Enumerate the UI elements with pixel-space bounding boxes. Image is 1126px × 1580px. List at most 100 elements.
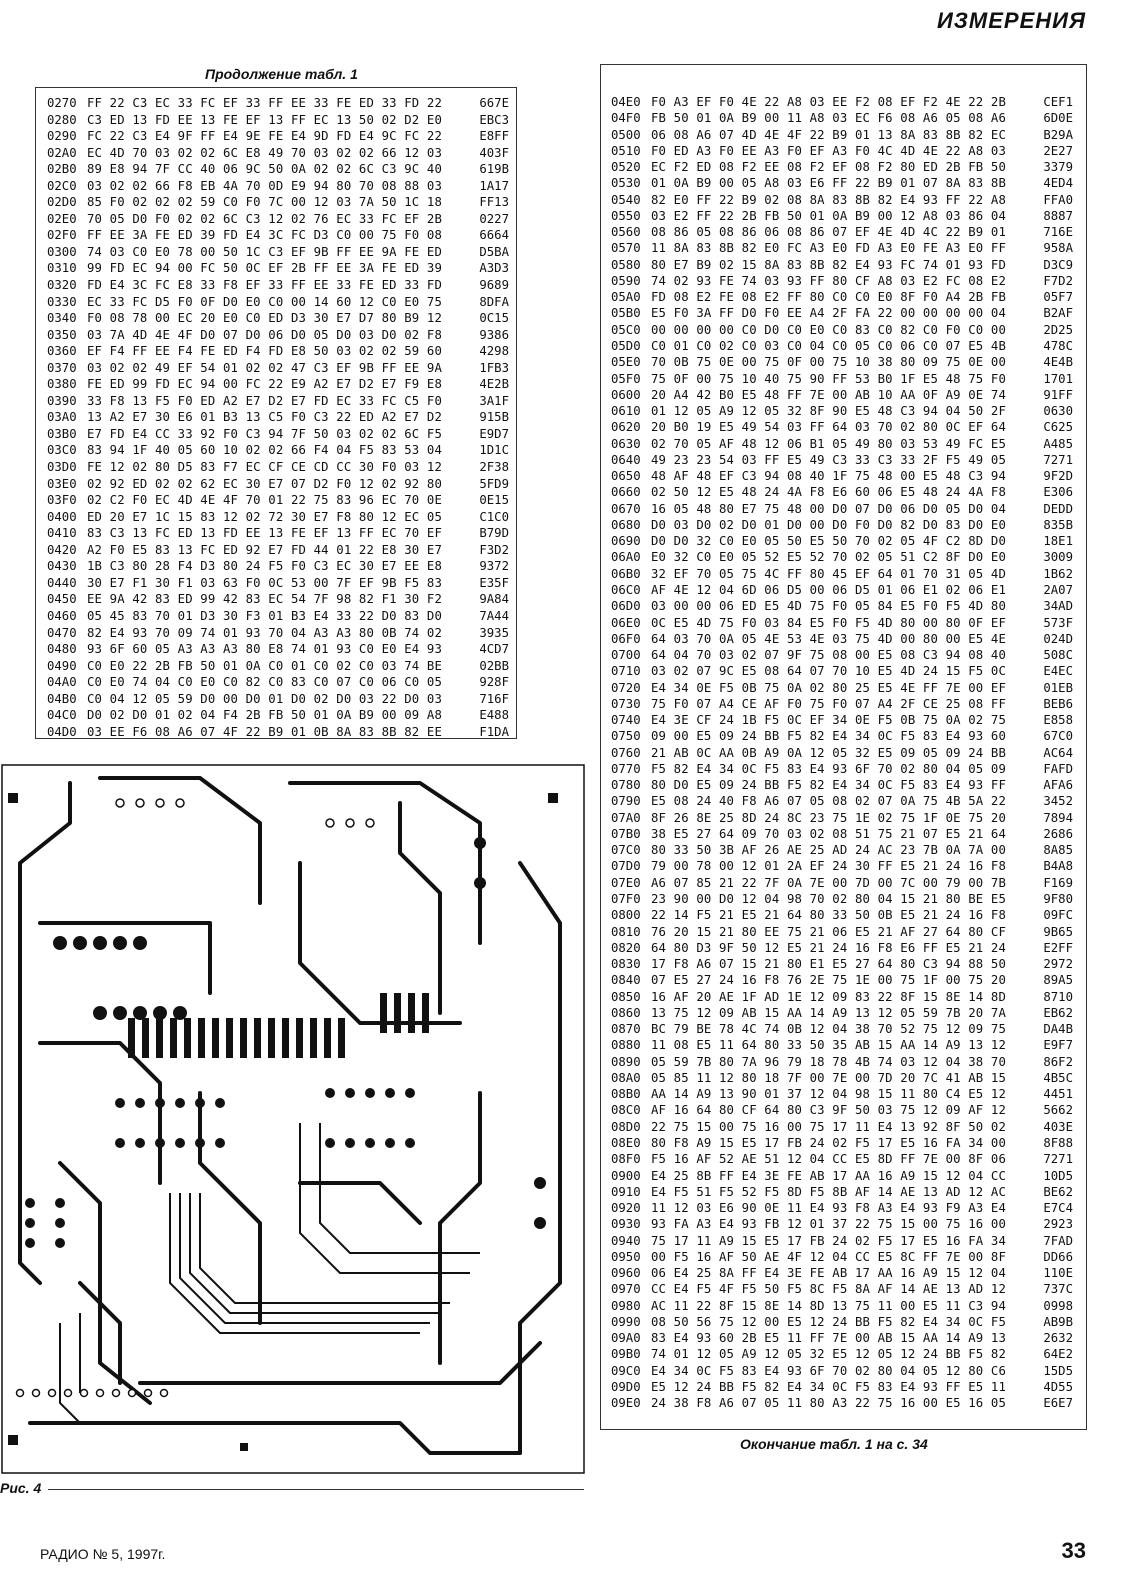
hex-bytes: 8F 26 8E 25 8D 24 8C 23 75 1E 02 75 1F 0… xyxy=(651,810,1007,825)
hex-bytes: 08 50 56 75 12 00 E5 12 24 BB F5 82 E4 3… xyxy=(651,1314,1007,1329)
hex-address: 0340 xyxy=(47,311,77,326)
hex-address: 09E0 xyxy=(611,1396,641,1411)
hex-address: 0280 xyxy=(47,112,77,127)
hex-address: 0490 xyxy=(47,658,77,673)
hex-bytes: E4 34 0C F5 83 E4 93 6F 70 02 80 04 05 1… xyxy=(651,1363,1007,1378)
hex-address: 0370 xyxy=(47,360,77,375)
hex-bytes: 02 92 ED 02 02 62 EC 30 E7 07 D2 F0 12 0… xyxy=(87,476,443,491)
hex-address: 0820 xyxy=(611,940,641,955)
hex-address: 05D0 xyxy=(611,338,641,353)
hex-checksum: FF13 xyxy=(479,195,509,210)
right-table-caption: Окончание табл. 1 на с. 34 xyxy=(740,1436,928,1452)
hex-checksum: 3379 xyxy=(1043,160,1073,175)
hex-checksum: 110E xyxy=(1043,1266,1073,1281)
hex-bytes: 02 70 05 AF 48 12 06 B1 05 49 80 03 53 4… xyxy=(651,436,1007,451)
hex-address: 06A0 xyxy=(611,550,641,565)
hex-address: 0410 xyxy=(47,526,77,541)
hex-checksum: 4D55 xyxy=(1043,1379,1073,1394)
hex-address: 0930 xyxy=(611,1217,641,1232)
hex-address: 0350 xyxy=(47,327,77,342)
hex-checksum: 7271 xyxy=(1043,452,1073,467)
hex-address: 03C0 xyxy=(47,443,77,458)
hex-bytes: 00 F5 16 AF 50 AE 4F 12 04 CC E5 8C FF 7… xyxy=(651,1249,1007,1264)
hex-bytes: F5 82 E4 34 0C F5 83 E4 93 6F 70 02 80 0… xyxy=(651,761,1007,776)
hex-checksum: 7A44 xyxy=(479,608,509,623)
hex-bytes: 85 F0 02 02 02 59 C0 F0 7C 00 12 03 7A 5… xyxy=(87,195,443,210)
hex-address: 0310 xyxy=(47,261,77,276)
hex-bytes: FC 22 C3 E4 9F FF E4 9E FE E4 9D FD E4 9… xyxy=(87,129,443,144)
hex-checksum: 2686 xyxy=(1043,826,1073,841)
hex-checksum: 6664 xyxy=(479,228,509,243)
hex-bytes: 22 75 15 00 75 16 00 75 17 11 E4 13 92 8… xyxy=(651,1119,1007,1134)
hex-checksum: 9F80 xyxy=(1043,892,1073,907)
hex-checksum: F1DA xyxy=(479,724,509,739)
hex-checksum: F7D2 xyxy=(1043,273,1073,288)
hex-checksum: 3009 xyxy=(1043,550,1073,565)
hex-address: 02F0 xyxy=(47,228,77,243)
hex-checksum: E488 xyxy=(479,708,509,723)
hex-address: 0660 xyxy=(611,485,641,500)
hex-checksum: 3935 xyxy=(479,625,509,640)
figure-label: Рис. 4 xyxy=(0,1480,42,1496)
hex-address: 0470 xyxy=(47,625,77,640)
hex-checksum: AFA6 xyxy=(1043,778,1073,793)
hex-address: 02C0 xyxy=(47,178,77,193)
hex-checksum: E9D7 xyxy=(479,426,509,441)
hex-bytes: 00 00 00 00 C0 D0 C0 E0 C0 83 C0 82 C0 F… xyxy=(651,322,1007,337)
pcb-thin-traces xyxy=(59,1123,480,1424)
hex-bytes: 83 E4 93 60 2B E5 11 FF 7E 00 AB 15 AA 1… xyxy=(651,1331,1007,1346)
hex-checksum: B2AF xyxy=(1043,306,1073,321)
hex-address: 0670 xyxy=(611,501,641,516)
hex-bytes: E7 FD E4 CC 33 92 F0 C3 94 7F 50 03 02 0… xyxy=(87,426,443,441)
hex-address: 09C0 xyxy=(611,1363,641,1378)
hex-address: 0710 xyxy=(611,664,641,679)
hex-bytes: 75 F0 07 A4 CE AF F0 75 F0 07 A4 2F CE 2… xyxy=(651,696,1007,711)
hex-address: 0880 xyxy=(611,1038,641,1053)
hex-bytes: CC E4 F5 4F F5 50 F5 8C F5 8A AF 14 AE 1… xyxy=(651,1282,1007,1297)
hex-checksum: 619B xyxy=(479,162,509,177)
hex-checksum: 9689 xyxy=(479,278,509,293)
hex-checksum: FFA0 xyxy=(1043,192,1073,207)
hex-bytes: 80 D0 E5 09 24 BB F5 82 E4 34 0C F5 83 E… xyxy=(651,778,1007,793)
hex-address: 0480 xyxy=(47,642,77,657)
hex-bytes: 16 05 48 80 E7 75 48 00 D0 07 D0 06 D0 0… xyxy=(651,501,1007,516)
hex-checksum: 7FAD xyxy=(1043,1233,1073,1248)
hex-checksum: 1B62 xyxy=(1043,566,1073,581)
hex-checksum: C625 xyxy=(1043,420,1073,435)
hex-bytes: 16 AF 20 AE 1F AD 1E 12 09 83 22 8F 15 8… xyxy=(651,989,1007,1004)
hex-bytes: 75 0F 00 75 10 40 75 90 FF 53 B0 1F E5 4… xyxy=(651,371,1007,386)
hex-bytes: FD 08 E2 FE 08 E2 FF 80 C0 C0 E0 8F F0 A… xyxy=(651,290,1007,305)
hex-checksum: D3C9 xyxy=(1043,257,1073,272)
hex-address: 0300 xyxy=(47,244,77,259)
hex-checksum: 4E4B xyxy=(1043,355,1073,370)
hex-bytes: 83 94 1F 40 05 60 10 02 02 66 F4 04 F5 8… xyxy=(87,443,443,458)
hex-checksum: 15D5 xyxy=(1043,1363,1073,1378)
hex-checksum: DA4B xyxy=(1043,1022,1073,1037)
hex-address: 0620 xyxy=(611,420,641,435)
hex-checksum: 958A xyxy=(1043,241,1073,256)
pcb-frame xyxy=(1,764,585,1474)
